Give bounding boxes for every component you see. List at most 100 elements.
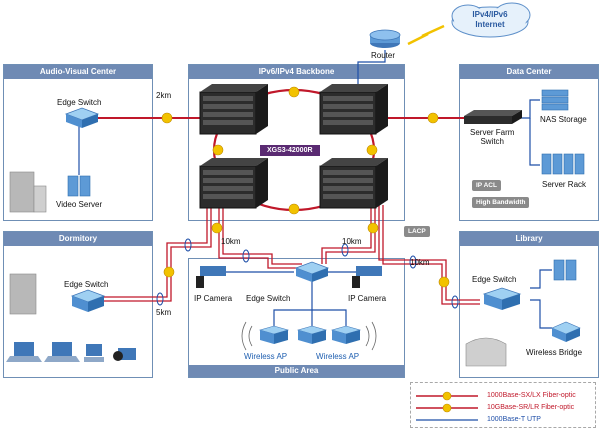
cloud-icon xyxy=(451,2,531,38)
dorm-edge-switch-label: Edge Switch xyxy=(64,280,109,289)
av-edge-switch-label: Edge Switch xyxy=(57,98,102,107)
fiber-badge xyxy=(211,222,223,234)
link-dc-nas xyxy=(520,99,540,119)
fiber-badge xyxy=(163,266,175,278)
router-icon xyxy=(369,29,401,48)
link-dc-rack xyxy=(529,118,540,166)
server-icon xyxy=(553,259,577,281)
link-router-backbone xyxy=(357,50,386,96)
link-pa-aps xyxy=(273,280,313,326)
lightning-icon xyxy=(407,24,445,46)
legend-fiber-10g-swatch xyxy=(416,403,478,413)
server-icon xyxy=(541,89,569,111)
lacp-oval-dorm-2 xyxy=(156,292,164,306)
pa-edge-switch-label: Edge Switch xyxy=(246,294,291,303)
building-icon xyxy=(9,171,47,213)
cloud-label-line1: IPv4/IPv6 xyxy=(472,10,508,19)
lacp-oval-public-r xyxy=(341,243,349,257)
link-pa-aps-right xyxy=(312,309,347,326)
lacp-oval-dorm xyxy=(184,238,192,252)
building-icon xyxy=(465,337,507,367)
legend: 1000Base-SX/LX Fiber-optic 10GBase-SR/LR… xyxy=(410,382,596,428)
building-icon xyxy=(9,273,37,315)
pa-ap-right-label: Wireless AP xyxy=(316,352,360,361)
link-lib-server xyxy=(530,269,552,289)
cloud-label-line2: Internet xyxy=(475,20,505,29)
link-library-b xyxy=(382,205,480,305)
zone-backbone-title: IPv6/IPv4 Backbone xyxy=(189,65,404,79)
distance-dorm: 5km xyxy=(156,308,172,317)
server-rack-label: Server Rack xyxy=(542,180,587,189)
distance-av: 2km xyxy=(156,91,172,100)
fiber-badge xyxy=(288,203,300,215)
switch-icon xyxy=(482,287,522,310)
fiber-badge xyxy=(161,112,173,124)
access-point-icon xyxy=(241,321,290,351)
link-public-right-b xyxy=(325,205,376,264)
camera-icon xyxy=(352,266,382,288)
router-label: Router xyxy=(371,51,396,60)
lacp-oval-public xyxy=(242,249,250,263)
server-farm-label-line2: Switch xyxy=(480,137,504,146)
chassis-switch-icon xyxy=(199,158,268,209)
zone-library-title: Library xyxy=(460,232,598,246)
lacp-tag: LACP xyxy=(404,226,430,237)
link-public-left-b xyxy=(222,205,302,265)
zone-public-area: Public Area xyxy=(188,258,405,378)
switch-icon xyxy=(294,261,330,282)
fiber-badge xyxy=(438,276,450,288)
distance-public-right: 10km xyxy=(342,237,362,246)
access-point-icon xyxy=(330,321,377,351)
cloud-label: IPv4/IPv6 Internet xyxy=(466,10,514,30)
link-dorm-backbone-a xyxy=(96,205,208,298)
link-lib-bridge xyxy=(530,299,552,329)
fiber-badge xyxy=(366,144,378,156)
server-icon xyxy=(67,175,91,197)
distance-library: 10km xyxy=(410,258,430,267)
zone-audio-visual-title: Audio-Visual Center xyxy=(4,65,152,79)
phone-icon xyxy=(113,348,136,361)
fiber-badge xyxy=(367,222,379,234)
camera-icon xyxy=(196,266,226,288)
fiber-badge xyxy=(212,144,224,156)
legend-fiber-1g-swatch xyxy=(416,391,478,401)
distance-public-left: 10km xyxy=(221,237,241,246)
zone-public-area-title: Public Area xyxy=(189,365,404,377)
tag-high-bandwidth: High Bandwidth xyxy=(472,197,530,208)
video-server-label: Video Server xyxy=(56,200,103,209)
link-library-a xyxy=(378,205,480,301)
lacp-oval-library xyxy=(409,255,417,269)
nas-storage-label: NAS Storage xyxy=(540,115,587,124)
switch-icon xyxy=(464,110,522,124)
tag-ip-acl: IP ACL xyxy=(472,180,501,191)
lacp-oval-library-2 xyxy=(451,295,459,309)
legend-fiber-1g-label: 1000Base-SX/LX Fiber-optic xyxy=(487,392,576,399)
pc-icon xyxy=(84,344,104,362)
zone-data-center-title: Data Center xyxy=(460,65,598,79)
legend-fiber-10g-label: 10GBase-SR/LR Fiber-optic xyxy=(487,404,575,411)
bridge-icon xyxy=(551,321,581,342)
fiber-badge xyxy=(288,86,300,98)
chassis-switch-icon xyxy=(319,158,388,209)
switch-icon xyxy=(64,107,100,128)
fiber-badge xyxy=(427,112,439,124)
chassis-switch-icon xyxy=(319,84,388,135)
access-point-icon xyxy=(296,325,328,344)
laptop-icon xyxy=(6,342,42,362)
pa-ap-left-label: Wireless AP xyxy=(244,352,288,361)
server-farm-label-line1: Server Farm xyxy=(470,128,515,137)
wireless-bridge-label: Wireless Bridge xyxy=(526,348,583,357)
link-public-left-a xyxy=(218,205,302,269)
pa-camera-right-label: IP Camera xyxy=(348,294,387,303)
pa-camera-left-label: IP Camera xyxy=(194,294,233,303)
zone-data-center: Data Center xyxy=(459,64,599,221)
link-dorm-backbone-b xyxy=(96,205,212,302)
backbone-model-label: XGS3-42000R xyxy=(260,145,320,156)
laptop-icon xyxy=(44,342,80,362)
switch-icon xyxy=(70,289,106,312)
legend-utp-label: 1000Base-T UTP xyxy=(487,416,541,423)
zone-dormitory-title: Dormitory xyxy=(4,232,152,246)
chassis-switch-icon xyxy=(199,84,268,135)
server-farm-label: Server Farm Switch xyxy=(470,128,514,146)
